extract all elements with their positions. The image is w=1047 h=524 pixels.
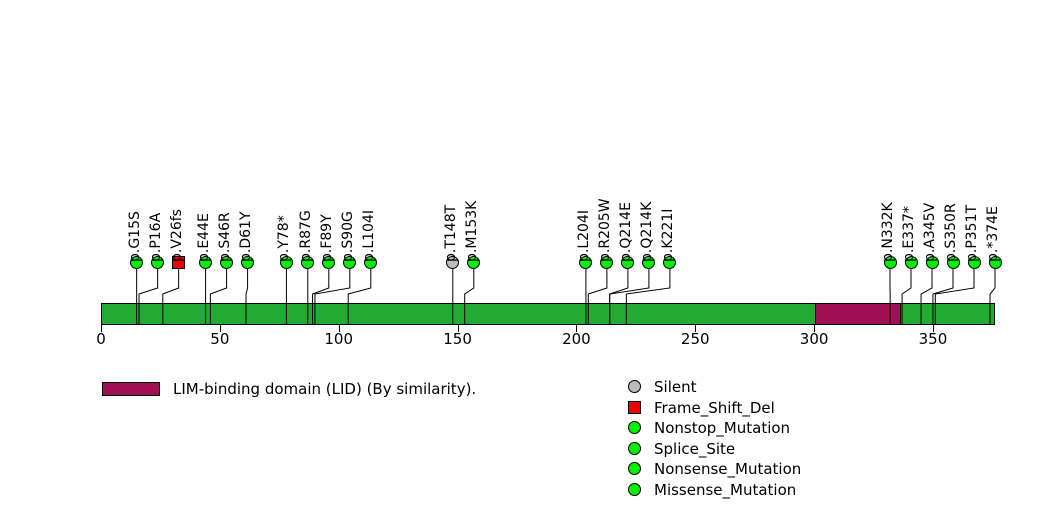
lollipop-marker[interactable]	[172, 255, 186, 269]
mutation-label: p.S46R	[216, 211, 233, 262]
mutation-legend-swatch	[628, 380, 641, 393]
mutation-label: p.E44E	[195, 212, 212, 262]
mutation-label: p.A345V	[922, 202, 938, 262]
mutation-legend-label: Splice_Site	[654, 439, 736, 458]
lollipop-marker[interactable]	[220, 255, 234, 269]
lollipop-marker[interactable]	[642, 255, 656, 269]
mutation-label: p.T148T	[442, 204, 459, 262]
lollipop-marker[interactable]	[621, 255, 635, 269]
mutation-label: p.Q214E	[617, 201, 634, 262]
mutation-label: p.L104I	[360, 209, 377, 262]
mutation-legend-label: Nonstop_Mutation	[654, 419, 791, 437]
axis-tick	[338, 325, 340, 332]
mutation-label: p.V26fs	[168, 208, 185, 262]
axis-tick	[219, 325, 221, 332]
axis-tick-label: 50	[210, 330, 230, 348]
lollipop-marker[interactable]	[600, 255, 614, 269]
lollipop-marker[interactable]	[446, 255, 460, 269]
axis-tick	[814, 325, 816, 332]
mutation-legend-swatch	[628, 482, 641, 496]
lollipop-marker[interactable]	[151, 255, 165, 269]
protein-domain	[815, 304, 901, 324]
axis-tick-label: 100	[324, 330, 354, 348]
mutation-legend-swatch	[628, 400, 641, 414]
lollipop-marker[interactable]	[322, 255, 336, 269]
residue-axis: 0 50 100 150 200 250 300 350	[0, 325, 1047, 355]
domain-legend-swatch	[102, 382, 160, 396]
mutation-legend-label: Frame_Shift_Del	[654, 398, 775, 417]
axis-tick-label: 200	[562, 330, 591, 348]
lollipop-marker[interactable]	[883, 255, 897, 269]
lollipop-marker[interactable]	[967, 255, 981, 269]
mutation-label: p.Q214K	[638, 201, 655, 262]
lollipop-marker[interactable]	[130, 255, 144, 269]
mutation-label: p.Y78*	[276, 214, 293, 262]
mutation-legend-label: Silent	[654, 378, 697, 396]
lollipop-marker[interactable]	[301, 255, 315, 269]
mutation-label: p.F89Y	[318, 213, 335, 262]
mutation-legend-label: Missense_Mutation	[654, 480, 797, 499]
axis-tick	[932, 325, 934, 332]
axis-tick-label: 0	[96, 330, 106, 348]
protein-backbone	[101, 303, 995, 325]
mutation-label: p.R205W	[596, 197, 613, 262]
axis-tick-label: 250	[680, 330, 710, 348]
mutation-legend-swatch	[628, 462, 641, 475]
lollipop-marker[interactable]	[343, 255, 357, 269]
axis-tick	[695, 325, 697, 332]
axis-tick	[457, 325, 459, 332]
axis-tick-label: 150	[443, 330, 472, 348]
mutation-legend-label: Nonsense_Mutation	[654, 460, 802, 478]
lollipop-marker[interactable]	[663, 255, 677, 269]
mutation-label: p.*374E	[985, 205, 1001, 262]
axis-tick-label: 300	[799, 330, 829, 348]
mutation-legend-swatch	[628, 441, 641, 455]
axis-tick	[101, 325, 102, 332]
lollipop-marker[interactable]	[988, 255, 1002, 269]
lollipop-marker[interactable]	[467, 255, 481, 269]
mutation-label: p.P351T	[964, 204, 980, 262]
mutation-label: p.E337*	[901, 205, 917, 262]
mutation-label: p.M153K	[463, 200, 480, 262]
mutation-label: p.S90G	[339, 210, 356, 262]
lollipop-marker[interactable]	[946, 255, 960, 269]
mutation-label: p.P16A	[147, 212, 164, 262]
axis-tick	[576, 325, 578, 332]
mutation-legend-swatch	[628, 421, 641, 434]
mutation-label: p.G15S	[126, 210, 143, 262]
mutation-label: p.K221I	[659, 208, 676, 262]
lollipop-marker[interactable]	[364, 255, 378, 269]
lollipop-marker[interactable]	[925, 255, 939, 269]
mutation-label: p.N332K	[880, 201, 896, 262]
mutation-label: p.S350R	[943, 202, 959, 262]
mutation-label: p.L204I	[575, 209, 592, 262]
lollipop-marker[interactable]	[904, 255, 918, 269]
lollipop-marker[interactable]	[199, 255, 213, 269]
lollipop-marker[interactable]	[241, 255, 255, 269]
axis-tick-label: 350	[918, 330, 948, 348]
mutation-label: p.D61Y	[237, 211, 254, 262]
lollipop-marker[interactable]	[279, 255, 293, 269]
lollipop-marker[interactable]	[579, 255, 593, 269]
domain-legend-label: LIM-binding domain (LID) (By similarity)…	[173, 380, 477, 398]
mutation-label: p.R87G	[297, 209, 314, 262]
